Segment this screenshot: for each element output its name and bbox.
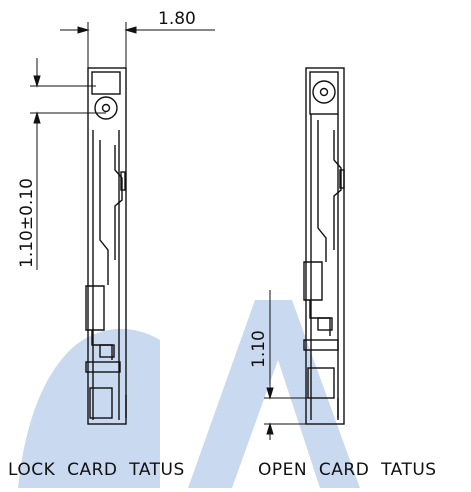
dim-1-10-label: 1.10 <box>249 330 269 368</box>
watermark-right-shape <box>188 300 360 488</box>
open-card-part <box>303 67 345 425</box>
dim-tolerance-label: 1.10±0.10 <box>17 178 37 268</box>
lock-caption: LOCK CARD TATUS <box>8 460 185 480</box>
watermark-left-shape <box>18 328 160 488</box>
lock-card-part <box>85 67 127 425</box>
open-caption: OPEN CARD TATUS <box>258 460 437 480</box>
open-dimensions <box>264 290 308 440</box>
watermark-logo <box>18 300 360 488</box>
dim-1-80-label: 1.80 <box>158 9 196 29</box>
lock-dimensions <box>30 22 215 270</box>
